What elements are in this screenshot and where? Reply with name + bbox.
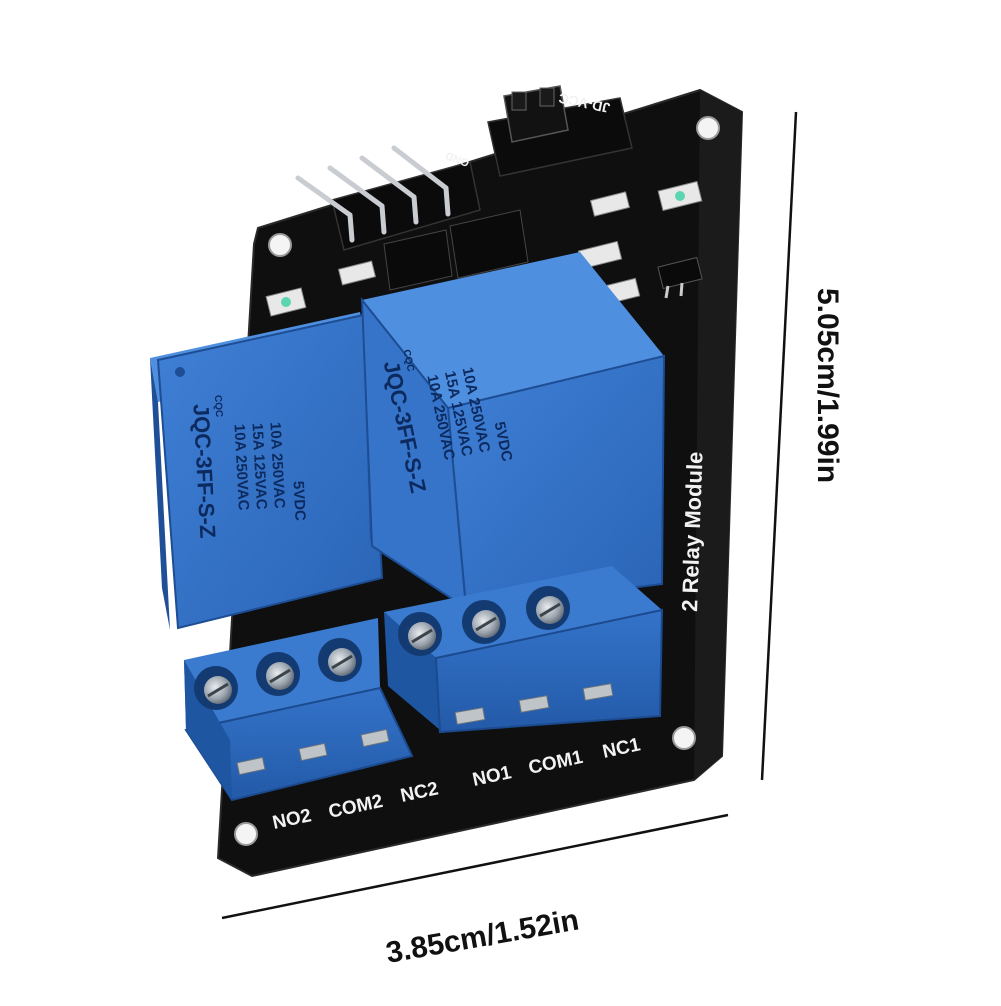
relay-cert: CQC	[400, 349, 415, 373]
board-title: 2 Relay Module	[677, 451, 708, 612]
terminal-screw	[194, 666, 238, 710]
led-indicator	[675, 191, 685, 201]
transistor	[657, 256, 703, 299]
led-indicator	[281, 297, 291, 307]
terminal-screw	[256, 652, 300, 696]
height-dimension-label: 5.05cm/1.99in	[811, 288, 844, 483]
pin-header: GND	[295, 145, 481, 251]
relay-rating-2: 15A 125VAC	[248, 423, 270, 511]
width-dimension-line	[221, 813, 729, 920]
relay-1: JQC-3FF-S-Z CQC 10A 250VAC 15A 125VAC 10…	[360, 252, 666, 610]
header-label: GND	[444, 149, 471, 169]
mounting-hole	[234, 822, 258, 846]
relay-cert: CQC	[212, 395, 224, 418]
width-dimension-label: 3.85cm/1.52in	[383, 904, 581, 970]
relay-rating-3: 10A 250VAC	[266, 422, 288, 510]
terminal-screw	[526, 586, 570, 630]
optocoupler	[383, 209, 529, 291]
terminal-block-2	[184, 618, 414, 802]
relay-coil: 5VDC	[290, 480, 309, 521]
height-dimension-line	[760, 111, 798, 781]
mounting-hole	[696, 116, 720, 140]
terminal-block-1	[384, 566, 664, 734]
relay-rating-1: 10A 250VAC	[230, 423, 252, 511]
terminal-screw	[398, 612, 442, 656]
mounting-hole	[268, 233, 292, 257]
mounting-hole	[672, 726, 696, 750]
terminal-screw	[462, 600, 506, 644]
terminal-screw	[318, 638, 362, 682]
relay-2: JQC-3FF-S-Z CQC 10A 250VAC 15A 125VAC 10…	[150, 312, 384, 630]
